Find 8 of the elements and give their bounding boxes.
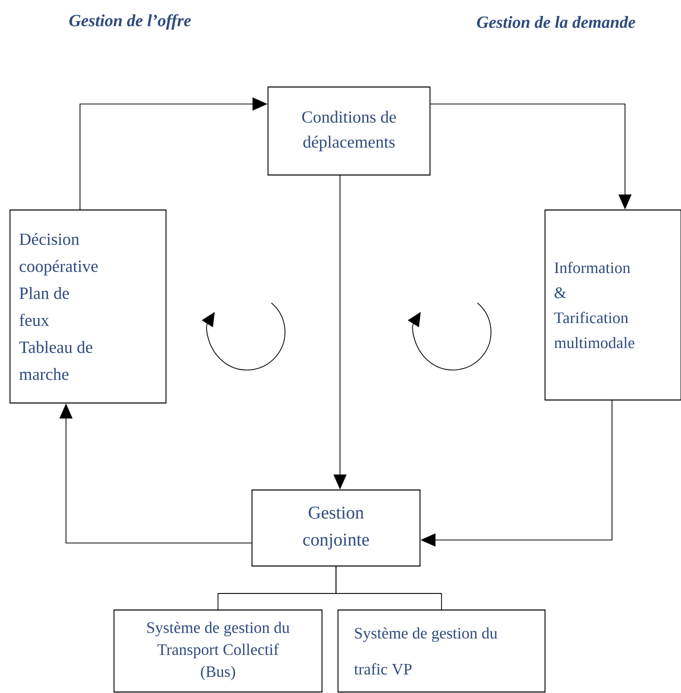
text-box: Gestion conjointe <box>252 490 420 566</box>
text-box: Information & Tarification multimodale <box>544 210 681 400</box>
text-box: Système de gestion du Transport Collectif (Bus) <box>114 610 322 692</box>
heading: Gestion de l’offre <box>69 14 191 30</box>
text-box: Système de gestion du trafic VP <box>338 610 546 692</box>
text-box: Conditions de déplacements <box>268 86 430 176</box>
text-box: Décision coopérative Plan de feux Tableau de marche <box>10 210 166 404</box>
heading: Gestion de la demande <box>477 16 636 28</box>
